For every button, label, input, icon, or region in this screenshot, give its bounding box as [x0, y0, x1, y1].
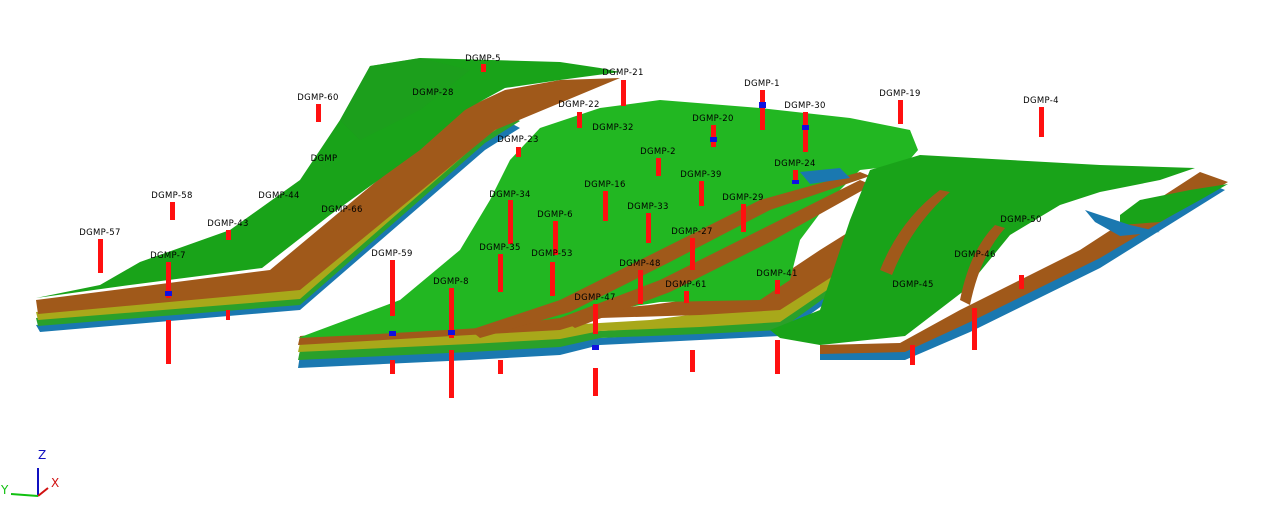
well-label: DGMP-34 [489, 190, 530, 200]
well-label: DGMP-8 [433, 277, 469, 287]
well-label: DGMP-1 [744, 79, 780, 89]
well-label: DGMP-43 [207, 219, 248, 229]
well-markers [165, 102, 809, 350]
well-label: DGMP-60 [297, 93, 338, 103]
well-label: DGMP [311, 154, 338, 164]
well-label: DGMP-24 [774, 159, 815, 169]
well-label: DGMP-22 [558, 100, 599, 110]
well-label: DGMP-58 [151, 191, 192, 201]
well-label: DGMP-39 [680, 170, 721, 180]
well-label: DGMP-46 [954, 250, 995, 260]
well-label: DGMP-44 [258, 191, 299, 201]
x-axis-line [37, 487, 49, 497]
well-label: DGMP-66 [321, 205, 362, 215]
well-label: DGMP-20 [692, 114, 733, 124]
right-block [770, 155, 1228, 360]
well-label: DGMP-50 [1000, 215, 1041, 225]
axis-triad: Z X Y [0, 448, 59, 497]
well-label: DGMP-27 [671, 227, 712, 237]
well-label: DGMP-33 [627, 202, 668, 212]
z-axis-label: Z [38, 448, 46, 462]
well-label: DGMP-29 [722, 193, 763, 203]
well-label: DGMP-59 [371, 249, 412, 259]
well-label: DGMP-30 [784, 101, 825, 111]
well-label: DGMP-2 [640, 147, 676, 157]
well-label: DGMP-61 [665, 280, 706, 290]
well-label: DGMP-6 [537, 210, 573, 220]
well-label: DGMP-5 [465, 54, 501, 64]
well-label: DGMP-47 [574, 293, 615, 303]
well-label: DGMP-21 [602, 68, 643, 78]
well-label: DGMP-57 [79, 228, 120, 238]
well-label: DGMP-7 [150, 251, 186, 261]
y-axis-line [10, 493, 39, 497]
well-label: DGMP-41 [756, 269, 797, 279]
well-label: DGMP-23 [497, 135, 538, 145]
well-label: DGMP-48 [619, 259, 660, 269]
well-label: DGMP-16 [584, 180, 625, 190]
well-label: DGMP-4 [1023, 96, 1059, 106]
well-label: DGMP-53 [531, 249, 572, 259]
well-label: DGMP-28 [412, 88, 453, 98]
well-label: DGMP-19 [879, 89, 920, 99]
well-label: DGMP-45 [892, 280, 933, 290]
y-axis-label: Y [0, 483, 9, 497]
wells [98, 64, 1044, 398]
well-label: DGMP-35 [479, 243, 520, 253]
well-label: DGMP-32 [592, 123, 633, 133]
left-block [36, 58, 620, 332]
x-axis-label: X [51, 476, 59, 490]
